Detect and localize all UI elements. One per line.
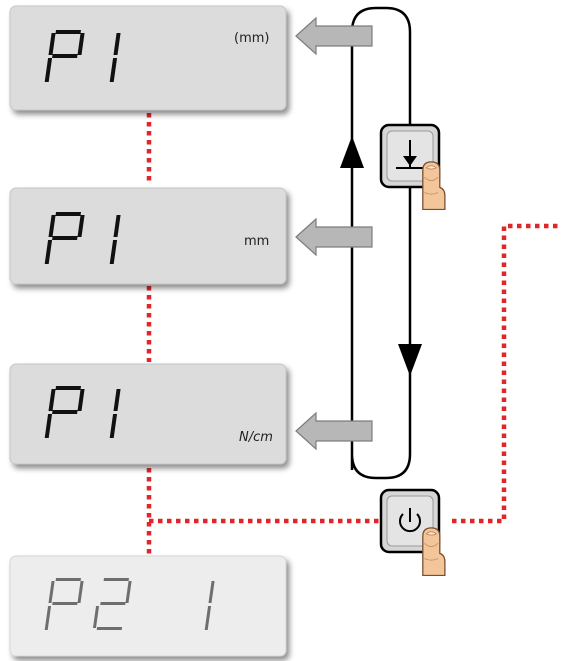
left-arrow-icon	[295, 411, 373, 451]
finger-icon	[422, 527, 446, 576]
up-arrow-icon	[340, 136, 364, 168]
display-1-unit: (mm)	[234, 31, 269, 46]
power-icon	[399, 508, 421, 533]
digit-p	[44, 30, 85, 82]
digit-p	[44, 386, 85, 438]
display-panel-4	[9, 555, 287, 657]
down-arrow-icon	[398, 344, 422, 376]
digit-1	[109, 215, 121, 264]
digit-1	[109, 33, 121, 82]
display-panel-1: (mm)	[9, 5, 287, 111]
left-arrow-icon	[295, 16, 373, 56]
digit-p	[44, 578, 84, 630]
display-panel-2: mm	[9, 187, 287, 285]
digit-1	[204, 581, 215, 630]
display-panel-3: N/cm	[9, 363, 287, 465]
display-2-unit: mm	[244, 234, 269, 249]
digit-2	[92, 578, 132, 630]
display-3-unit: N/cm	[239, 430, 273, 445]
digit-1	[109, 389, 121, 438]
digit-p	[44, 212, 85, 264]
dotted-connectors	[146, 113, 561, 556]
block-arrows	[295, 16, 373, 451]
finger-icon	[422, 161, 446, 210]
left-arrow-icon	[295, 217, 373, 257]
cycle-loop	[350, 6, 412, 480]
connector-exit	[452, 223, 561, 524]
